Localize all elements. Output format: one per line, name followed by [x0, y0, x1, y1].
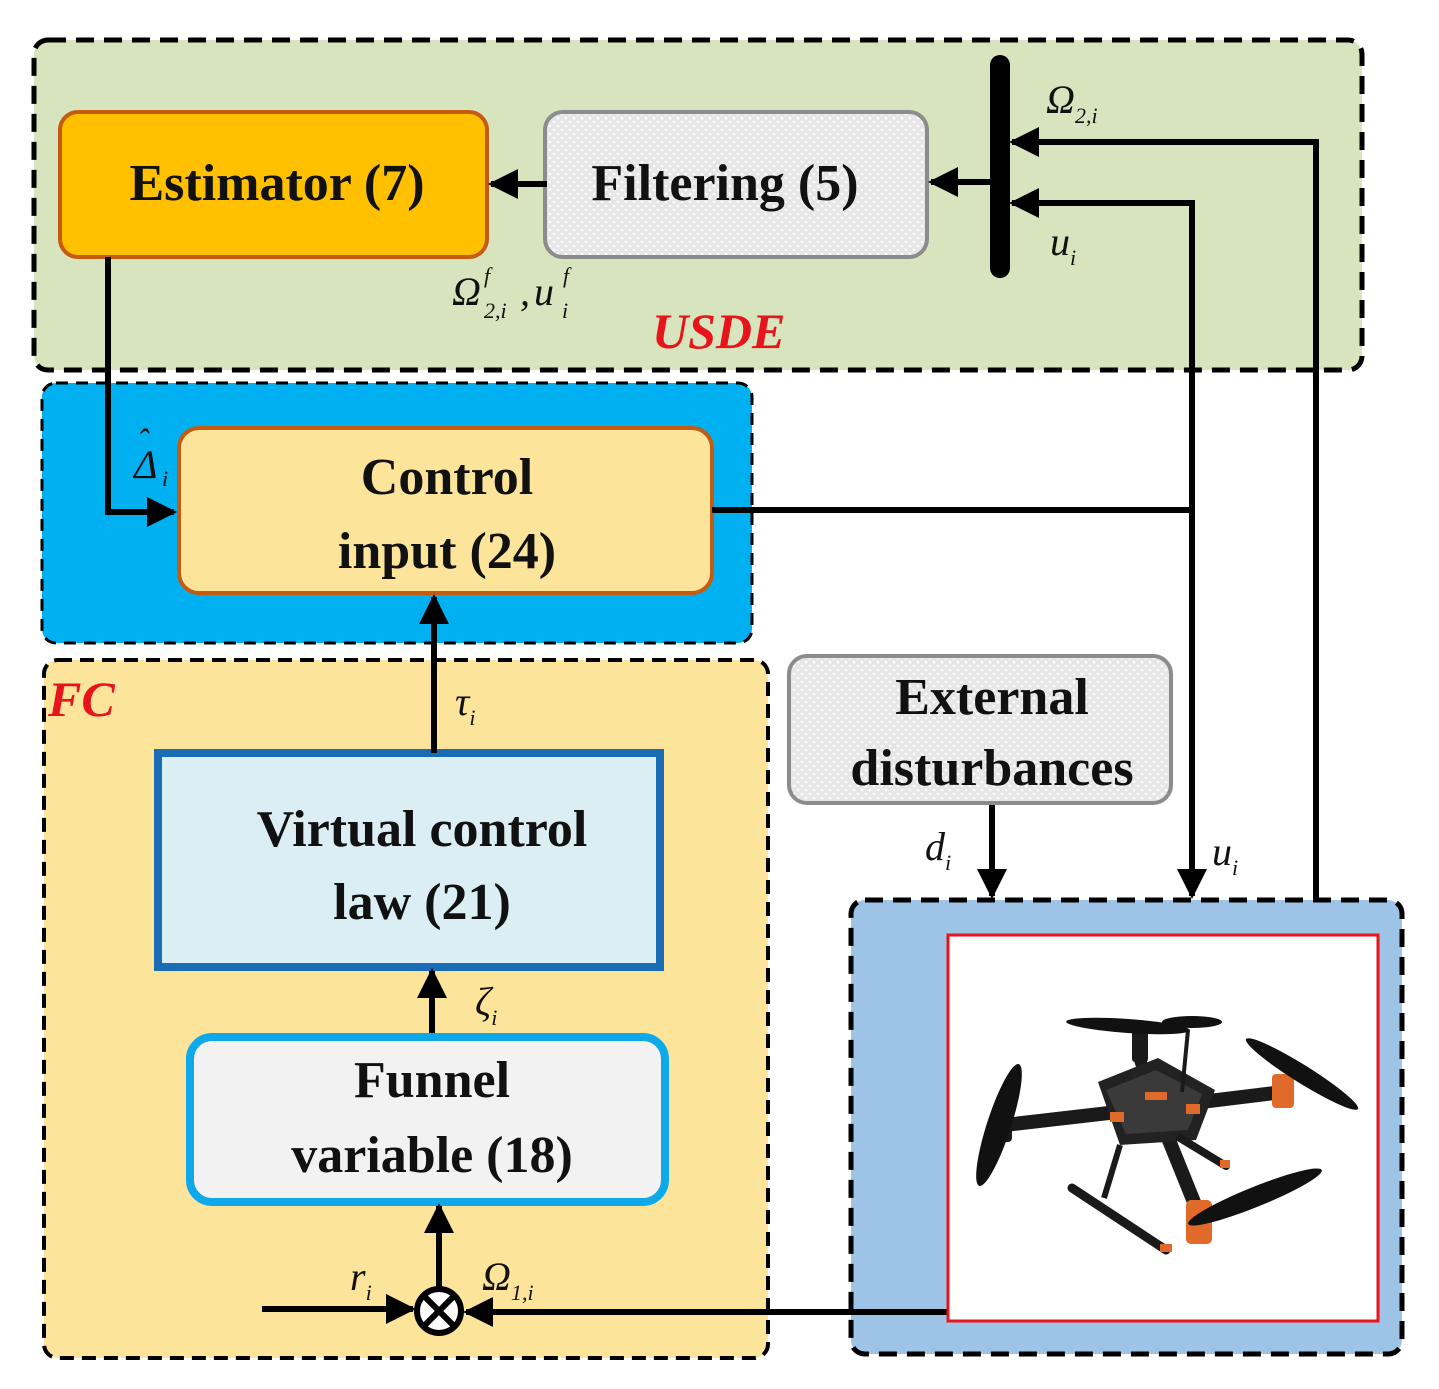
svg-text:,: ,: [520, 269, 530, 314]
virtual-control-law-label-line1: Virtual control: [257, 801, 588, 858]
filtering-label: Filtering (5): [591, 155, 858, 212]
filtered-signals-label: Ω f 2,i , u f i: [452, 263, 572, 323]
omega1-label: Ω1,i: [482, 1254, 534, 1305]
control-input-label-line1: Control: [361, 449, 533, 506]
fc-label: FC: [47, 671, 115, 727]
external-disturbances-block: [787, 654, 1173, 805]
estimator-to-control-wire: [105, 257, 177, 527]
usde-label: USDE: [652, 303, 785, 359]
external-disturbances-label-line2: disturbances: [850, 740, 1133, 797]
control-to-plant-wire: [712, 507, 1207, 899]
virtual-control-law-block: [154, 749, 664, 971]
external-disturbances-label-line1: External: [895, 669, 1089, 726]
svg-text:ˆ: ˆ: [137, 423, 150, 460]
funnel-variable-block: [186, 1033, 669, 1206]
svg-text:i: i: [562, 298, 568, 323]
svg-text:2,i: 2,i: [484, 298, 507, 323]
virtual-control-law-label-line2: law (21): [333, 874, 511, 931]
disturbance-label: di: [925, 824, 951, 875]
estimator-block: [58, 110, 489, 259]
estimator-label: Estimator (7): [129, 155, 424, 212]
svg-text:Δ: Δ: [132, 442, 157, 487]
r-label: ri: [350, 1254, 372, 1305]
omega2-label: Ω2,i: [1046, 77, 1098, 128]
svg-text:u: u: [534, 269, 554, 314]
svg-text:Ω: Ω: [452, 269, 481, 314]
summing-junction-icon: [414, 1286, 464, 1336]
zeta-label: ζi: [475, 979, 497, 1030]
control-input-label-line2: input (24): [338, 523, 556, 580]
svg-text:i: i: [162, 466, 168, 491]
svg-text:f: f: [484, 263, 493, 288]
tau-label: τi: [455, 679, 475, 730]
u-to-mux-wire: [1009, 188, 1195, 510]
funnel-variable-label-line2: variable (18): [291, 1127, 573, 1184]
funnel-variable-label-line1: Funnel: [354, 1052, 510, 1109]
delta-hat-label: ˆ Δ i: [132, 423, 168, 491]
svg-text:f: f: [563, 263, 572, 288]
quadrotor-drone-icon: [976, 1016, 1359, 1255]
u-mux-label: ui: [1050, 219, 1076, 270]
u-plant-label: ui: [1212, 829, 1238, 880]
omega2-feedback-wire: [1009, 127, 1319, 900]
